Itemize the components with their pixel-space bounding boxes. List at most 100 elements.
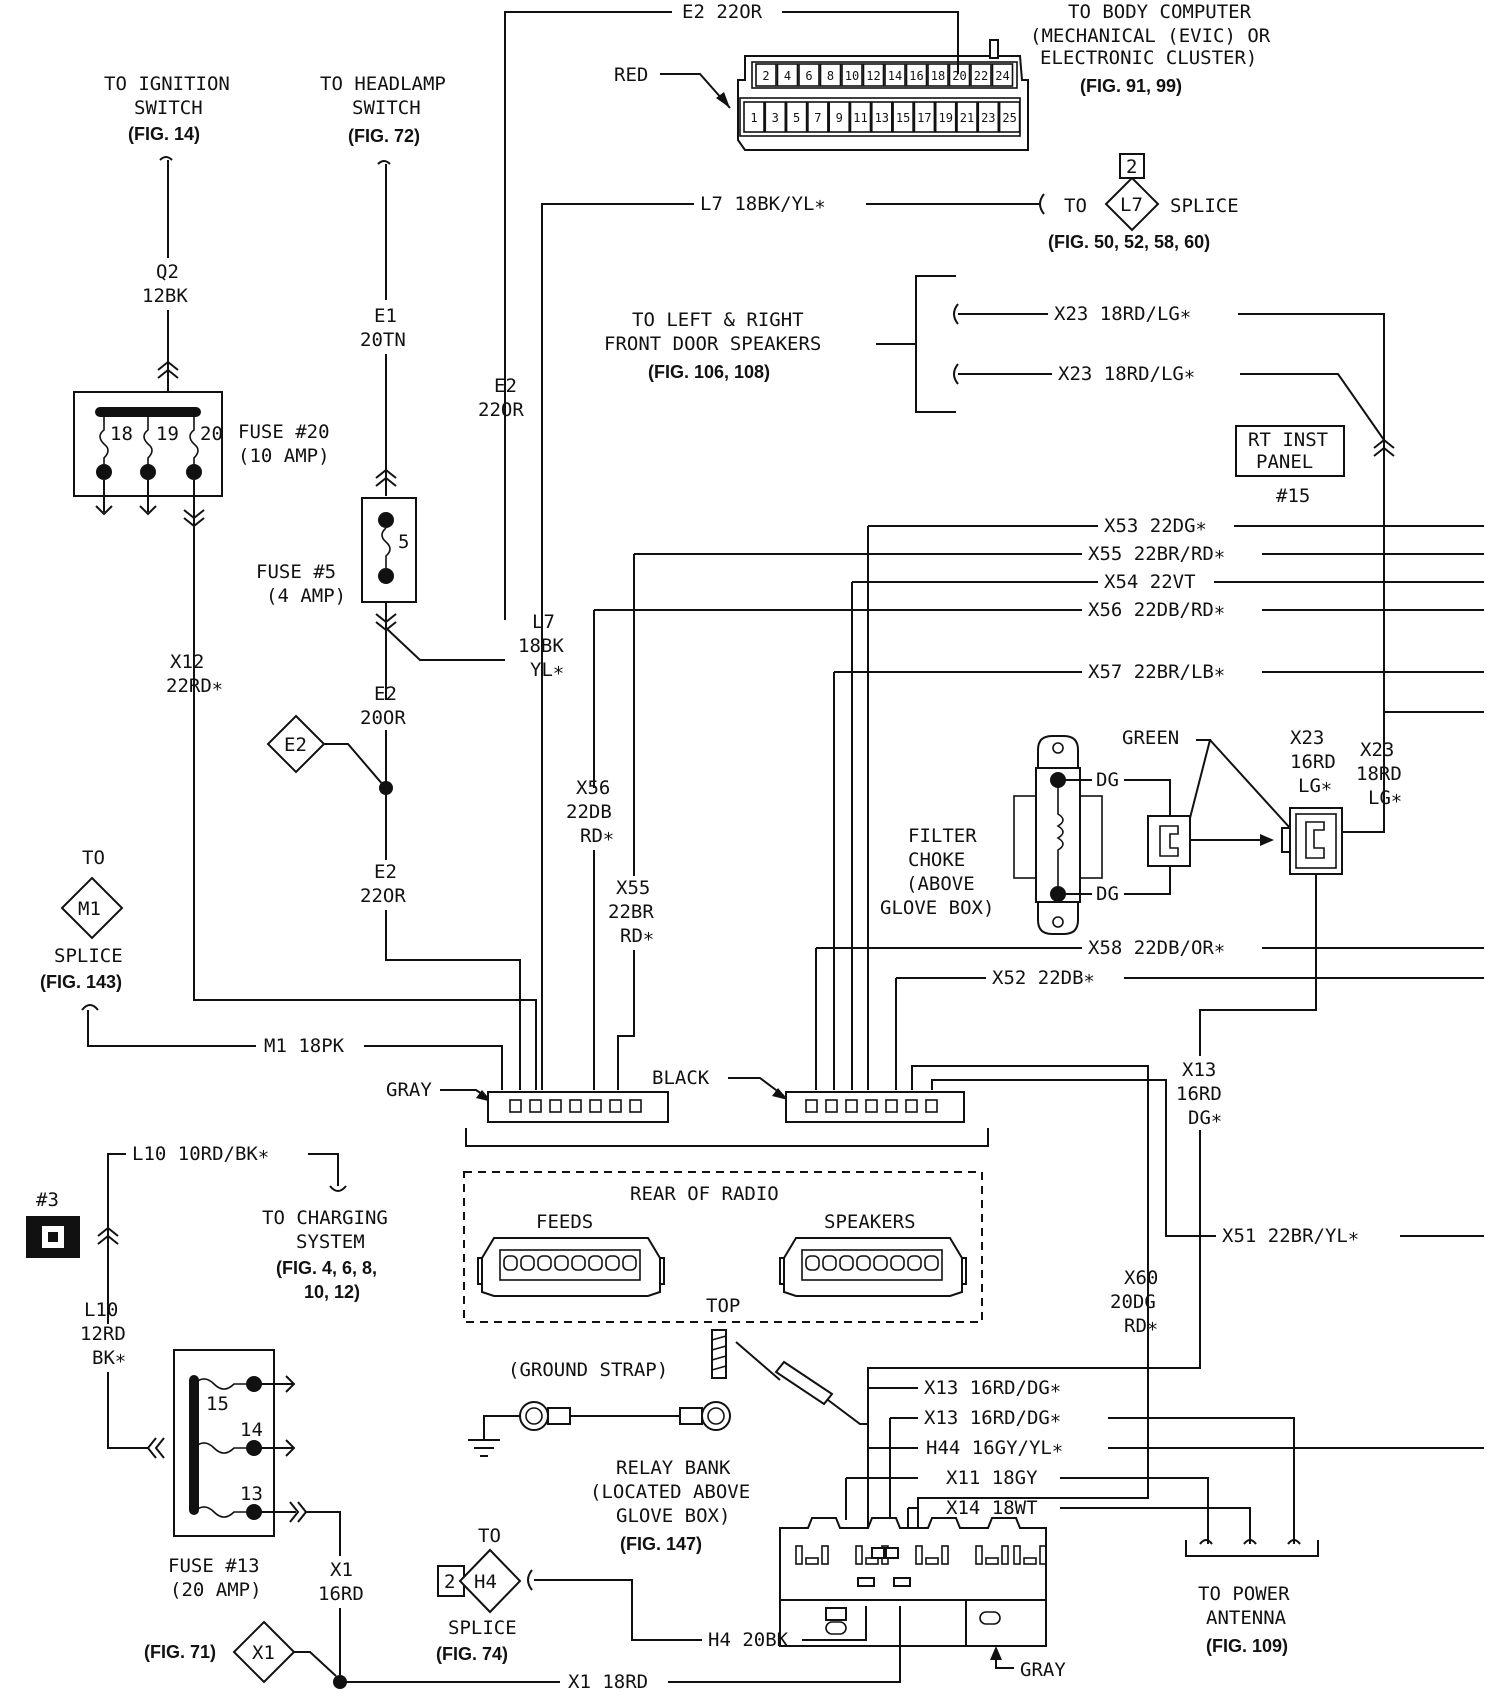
x55v-label-1: X55 — [616, 877, 650, 899]
dg2-wire-right — [1124, 866, 1171, 895]
x11-label: X11 18GY — [946, 1467, 1038, 1489]
l10-wire-bottom — [107, 1372, 148, 1449]
choke-hole-bottom — [1052, 916, 1064, 928]
rt-inst-label-2: PANEL — [1256, 451, 1313, 473]
connector-pin-bottom — [870, 101, 893, 133]
l10-break-mark — [329, 1185, 347, 1192]
black-leader — [728, 1077, 785, 1097]
fuse-14-element — [193, 1442, 246, 1454]
gray-relay-arrow — [990, 1646, 1002, 1660]
headlamp-label-1: TO HEADLAMP — [320, 73, 446, 95]
connector-pin-bottom — [934, 101, 957, 133]
x1-wire-top — [306, 1511, 341, 1556]
x60-wire — [911, 1065, 1149, 1432]
fuse5-label-1: FUSE #5 — [256, 561, 336, 583]
connector-pin-number: 12 — [866, 69, 880, 83]
h4-diamond-label: H4 — [474, 1571, 497, 1593]
radio-connector-pin — [905, 1099, 918, 1113]
relay-socket-pin — [915, 1545, 923, 1565]
l7-break-mark — [1039, 193, 1045, 215]
radio-connector-pin — [609, 1099, 622, 1113]
charging-fig-1: (FIG. 4, 6, 8, — [276, 1258, 377, 1278]
fuse-18-terminal — [96, 464, 112, 480]
fuse-pin-19: 19 — [156, 423, 179, 445]
l7-wire-label: L7 18BK/YL∗ — [700, 193, 826, 215]
ground-crimp-right — [679, 1407, 703, 1425]
black-connector-pins — [805, 1099, 938, 1113]
ground-strap-label: (GROUND STRAP) — [508, 1359, 668, 1381]
green-connector-right — [1289, 807, 1343, 875]
relay-bank-body — [779, 1517, 1047, 1601]
body-computer-label-1: TO BODY COMPUTER — [1068, 1, 1252, 23]
x58-label: X58 22DB/OR∗ — [1088, 937, 1225, 959]
radio-connector-pin — [805, 1099, 818, 1113]
green-connector-right-tab — [1281, 827, 1291, 853]
rear-radio-pin — [571, 1255, 586, 1271]
radio-connector-pin — [845, 1099, 858, 1113]
connector-pin-top — [948, 63, 971, 87]
choke-hole-top — [1052, 742, 1064, 754]
green-connector-right-pin — [1305, 821, 1325, 859]
antenna-break-2 — [1243, 1539, 1257, 1545]
green-leader-1 — [1189, 739, 1212, 819]
x1-diamond-leader — [294, 1651, 337, 1677]
x23-18-label-1: X23 — [1360, 739, 1394, 761]
x13-wire-to-relay — [867, 1130, 1201, 1560]
rear-radio-pin — [503, 1255, 518, 1271]
x23-18-wire-join — [1342, 780, 1385, 833]
connector-pin-number: 1 — [750, 111, 757, 125]
red-connector-label: RED — [614, 64, 648, 86]
body-computer-label-2: (MECHANICAL (EVIC) OR — [1030, 25, 1271, 47]
e2-vert-label-2: 22OR — [478, 399, 524, 421]
x60-label-1: X60 — [1124, 1267, 1158, 1289]
green-connector-left-pin — [1159, 825, 1179, 857]
connector-pin-number: 21 — [960, 111, 974, 125]
antenna-break-3 — [1287, 1539, 1301, 1545]
to-h4: TO — [478, 1525, 501, 1547]
radio-connector-pin — [885, 1099, 898, 1113]
fuse20-label-1: FUSE #20 — [238, 421, 330, 443]
connector-pin-bottom — [977, 101, 1000, 133]
fuse-13-element — [193, 1506, 246, 1518]
red-leader-arrow — [716, 92, 730, 108]
x13a-label: X13 16RD/DG∗ — [924, 1377, 1061, 1399]
ground-strap-line-1 — [735, 1341, 781, 1381]
fuse-14-terminal — [246, 1440, 262, 1456]
connector-pin-number: 16 — [909, 69, 923, 83]
e2-splice-diamond — [266, 714, 326, 774]
rear-radio-pin — [622, 1255, 637, 1271]
x52-label: X52 22DB∗ — [992, 967, 1095, 989]
black-connector — [785, 1091, 965, 1123]
x54-label: X54 22VT — [1104, 571, 1196, 593]
relay-socket-pin — [975, 1545, 983, 1565]
fuse13-label-1: FUSE #13 — [168, 1555, 260, 1577]
x13v-label-3: DG∗ — [1188, 1107, 1222, 1129]
choke-coil — [1056, 788, 1064, 886]
x23a-label: X23 18RD/LG∗ — [1054, 303, 1191, 325]
body-computer-label-3: ELECTRONIC CLUSTER) — [1040, 47, 1257, 69]
connector-pin-bottom — [807, 101, 829, 133]
l10v-label-3: BK∗ — [92, 1347, 126, 1369]
relay-socket-pin — [855, 1545, 863, 1565]
radio-connectors: GRAY BLACK — [386, 1067, 989, 1147]
x23a-break — [953, 303, 959, 325]
connector-pin-bottom — [764, 101, 787, 133]
x23-16-label-1: X23 — [1290, 727, 1324, 749]
relay-socket-pin — [941, 1545, 949, 1565]
fuse-block-20: 18 19 20 FUSE #20 (10 AMP) — [73, 391, 330, 1000]
connector-pin-number: 23 — [981, 111, 995, 125]
q2-label-2: 12BK — [142, 285, 188, 307]
relay-socket-pin — [805, 1557, 819, 1565]
connector-pin-top — [991, 63, 1014, 87]
x23-connector-symbol — [1373, 438, 1395, 457]
l7-wire — [541, 203, 694, 1090]
h4-break-mark — [527, 1569, 533, 1591]
filter-choke-label-4: GLOVE BOX) — [880, 897, 994, 919]
l7-fig: (FIG. 50, 52, 58, 60) — [1048, 232, 1210, 252]
speakers-bracket — [915, 275, 956, 413]
speakers-connector — [779, 1237, 967, 1297]
fuse-19-output — [139, 480, 157, 516]
fuse-5-box — [361, 497, 417, 603]
fuse-5-terminal-bottom — [378, 568, 394, 584]
dg1-label: DG — [1096, 769, 1119, 791]
